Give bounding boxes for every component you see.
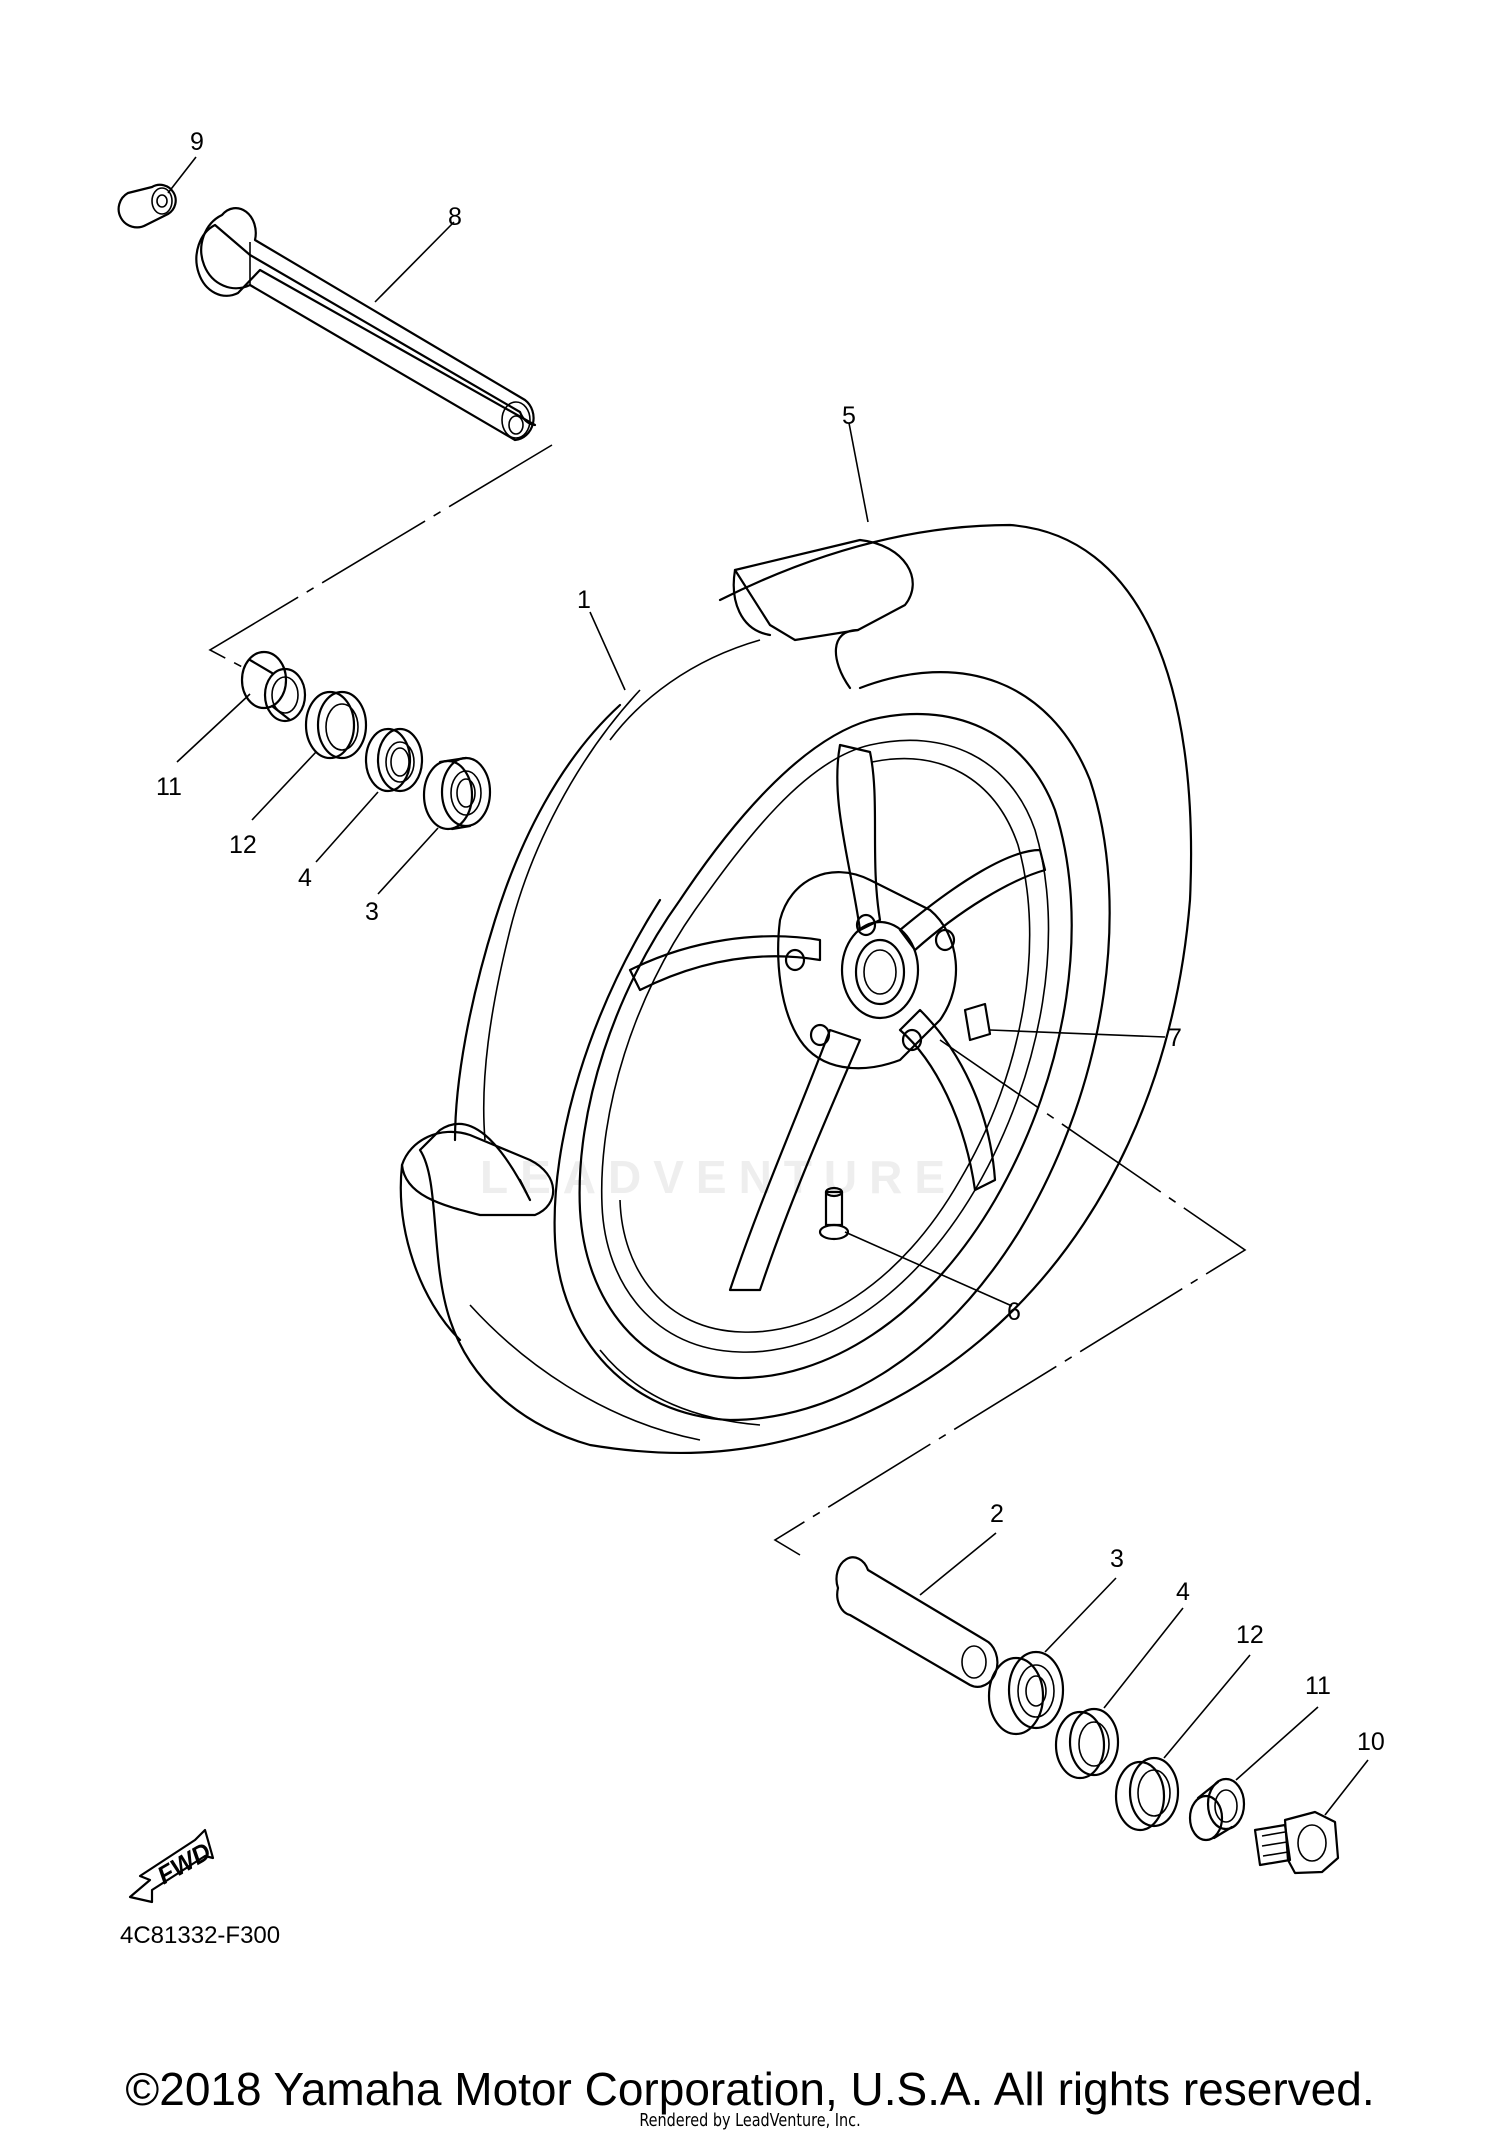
leader-lines (167, 156, 1369, 1816)
part-3-bearing-left[interactable] (422, 756, 492, 831)
part-3-bearing-right[interactable] (987, 1650, 1065, 1736)
part-8-axle[interactable] (195, 207, 537, 442)
part-10-bolt[interactable] (1253, 1810, 1340, 1875)
fwd-label: FWD (153, 1837, 216, 1890)
part-9-cap[interactable] (117, 183, 177, 229)
callout-8[interactable]: 8 (448, 203, 462, 231)
callout-10[interactable]: 10 (1357, 1728, 1385, 1756)
callout-12-right[interactable]: 12 (1236, 1621, 1264, 1649)
rendered-by-notice: Rendered by LeadVenture, Inc. (639, 2110, 861, 2131)
part-7-balance-weight[interactable] (963, 1002, 992, 1042)
callout-7[interactable]: 7 (1168, 1024, 1182, 1052)
callout-11-right[interactable]: 11 (1305, 1672, 1331, 1700)
fwd-arrow-icon: FWD (128, 1828, 216, 1904)
callout-4-left[interactable]: 4 (298, 864, 312, 892)
exploded-parts-diagram: FWD 9 8 5 1 11 12 4 3 7 6 2 3 4 12 11 (117, 128, 1385, 1904)
callout-2[interactable]: 2 (990, 1500, 1004, 1528)
callout-numbers: 9 8 5 1 11 12 4 3 7 6 2 3 4 12 11 10 (156, 128, 1385, 1756)
part-4-seal-left[interactable] (364, 727, 424, 793)
copyright-notice: ©2018 Yamaha Motor Corporation, U.S.A. A… (125, 2063, 1375, 2115)
part-11-collar-right[interactable] (1188, 1777, 1246, 1842)
callout-3-left[interactable]: 3 (365, 898, 379, 926)
part-1-wheel-rim[interactable] (453, 639, 1111, 1422)
diagram-reference-code: 4C81332-F300 (120, 1922, 281, 1949)
callout-6[interactable]: 6 (1007, 1298, 1021, 1326)
part-5-tire[interactable] (399, 523, 1193, 1455)
callout-12-left[interactable]: 12 (229, 831, 257, 859)
part-2-spacer[interactable] (835, 1556, 999, 1688)
callout-9[interactable]: 9 (190, 128, 204, 156)
callout-11-left[interactable]: 11 (156, 773, 182, 801)
part-6-valve[interactable] (818, 1186, 850, 1241)
callout-1[interactable]: 1 (577, 586, 591, 614)
part-11-collar-left[interactable] (240, 650, 307, 723)
callout-4-right[interactable]: 4 (1176, 1578, 1190, 1606)
callout-5[interactable]: 5 (842, 402, 856, 430)
part-4-seal-right[interactable] (1054, 1707, 1120, 1780)
part-12-seal-right[interactable] (1114, 1756, 1180, 1832)
part-12-seal-left[interactable] (304, 690, 368, 760)
callout-3-right[interactable]: 3 (1110, 1545, 1124, 1573)
